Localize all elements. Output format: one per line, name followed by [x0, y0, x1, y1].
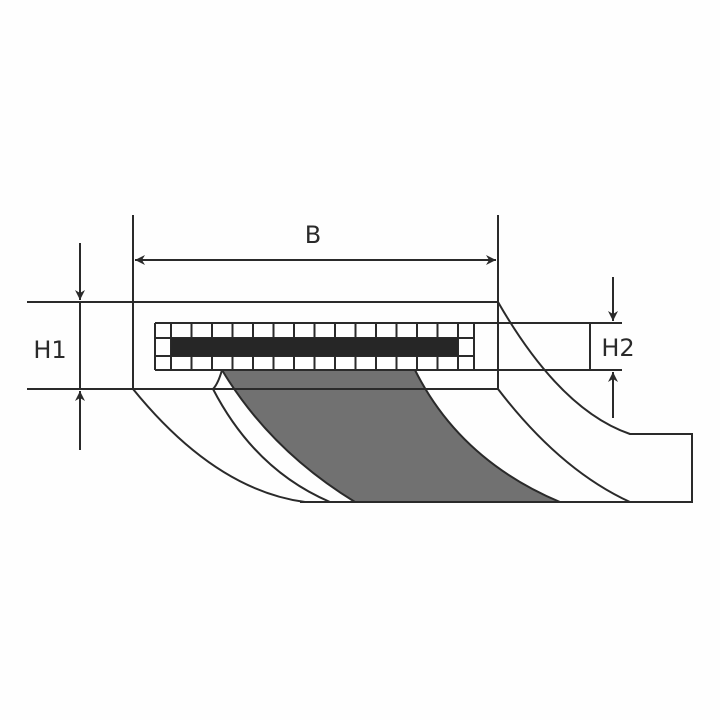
right-lower-curve [497, 388, 631, 503]
label-h2: H2 [601, 334, 634, 362]
core-bar [171, 338, 458, 356]
label-h1: H1 [33, 336, 66, 364]
right-upper-curve [300, 301, 693, 503]
left-outer-curve [132, 388, 306, 503]
strip-fold-edge [211, 369, 331, 503]
label-b: B [305, 221, 321, 249]
